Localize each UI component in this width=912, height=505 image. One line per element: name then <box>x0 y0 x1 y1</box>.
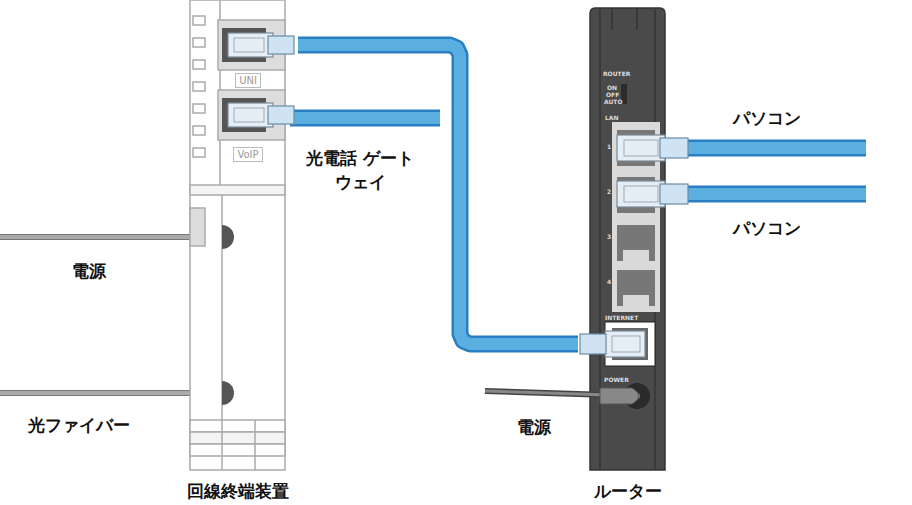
callout-label: 電源 <box>72 260 106 283</box>
device-label: 回線終端装置 <box>178 480 298 503</box>
panel-marking: ROUTER <box>603 70 630 77</box>
device-label: ルーター <box>578 480 678 503</box>
panel-marking: AUTO <box>604 98 623 105</box>
panel-marking: OFF <box>606 91 619 98</box>
lan-cable <box>298 45 578 344</box>
onu-body <box>190 0 285 470</box>
panel-marking: INTERNET <box>605 314 638 321</box>
port-label: VoIP <box>233 147 262 162</box>
panel-marking: 3 <box>607 233 611 240</box>
panel-marking: POWER <box>604 376 629 383</box>
panel-marking: 4 <box>607 278 611 285</box>
panel-marking: 2 <box>607 188 611 195</box>
callout-label: パソコン <box>733 217 801 240</box>
port-label: UNI <box>235 73 261 88</box>
device-box: ルーター <box>578 5 678 505</box>
callout-label: 電源 <box>517 416 551 439</box>
callout-label: パソコン <box>733 107 801 130</box>
panel-marking: LAN <box>605 114 619 121</box>
callout-label: 光電話 ゲートウェイ <box>300 146 420 194</box>
panel-marking: 1 <box>607 143 611 150</box>
callout-label: 光ファイバー <box>28 414 130 437</box>
panel-marking: ON <box>607 84 617 91</box>
router-body <box>590 8 665 470</box>
